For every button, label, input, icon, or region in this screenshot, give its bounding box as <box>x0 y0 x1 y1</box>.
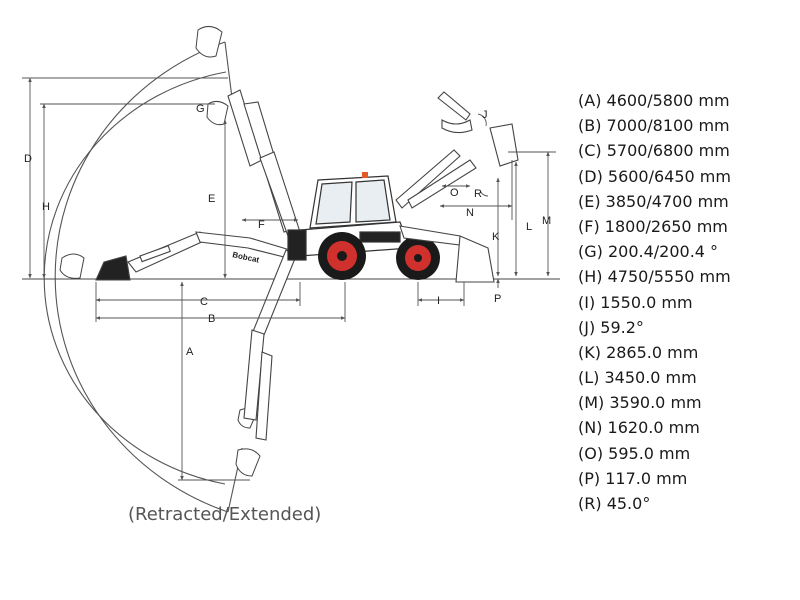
label-E: E <box>208 193 215 205</box>
backhoe-arm-ground <box>95 231 291 281</box>
front-wheel <box>396 236 440 280</box>
label-P: P <box>494 293 501 305</box>
spec-item-N: (N) 1620.0 mm <box>578 418 700 438</box>
dimension-lines <box>22 77 556 481</box>
front-loader-arm-raised <box>395 91 519 209</box>
spec-item-P: (P) 117.0 mm <box>578 468 688 488</box>
label-C: C <box>200 296 208 308</box>
label-K: K <box>492 231 500 243</box>
label-L: L <box>526 221 532 233</box>
label-G: G <box>196 103 205 115</box>
rear-wheel <box>318 232 366 280</box>
spec-item-B: (B) 7000/8100 mm <box>578 116 730 136</box>
spec-item-A: (A) 4600/5800 mm <box>578 91 730 110</box>
spec-item-M: (M) 3590.0 mm <box>578 393 702 413</box>
brand-label: Bobcat <box>232 250 261 265</box>
label-O: O <box>450 187 459 199</box>
label-I: I <box>437 295 440 307</box>
spec-item-C: (C) 5700/6800 mm <box>578 141 730 161</box>
spec-item-D: (D) 5600/6450 mm <box>578 166 731 186</box>
front-loader-arm-low <box>399 225 495 283</box>
caption: (Retracted/Extended) <box>128 504 322 525</box>
label-F: F <box>258 219 265 231</box>
label-B: B <box>208 313 215 325</box>
dimension-labels: D H G E F C B A I P K L M N O R J <box>24 103 551 358</box>
spec-item-F: (F) 1800/2650 mm <box>578 216 728 236</box>
spec-item-L: (L) 3450.0 mm <box>578 368 697 388</box>
backhoe-loader-dimension-diagram: Bobcat <box>22 26 560 513</box>
backhoe-arm-raised <box>227 89 301 237</box>
spec-item-E: (E) 3850/4700 mm <box>578 191 729 211</box>
spec-item-I: (I) 1550.0 mm <box>578 292 693 312</box>
label-A: A <box>186 346 194 358</box>
backhoe-arm-lowered <box>243 249 297 441</box>
spec-item-R: (R) 45.0° <box>578 494 651 513</box>
spec-item-G: (G) 200.4/200.4 ° <box>578 242 719 262</box>
spec-item-K: (K) 2865.0 mm <box>578 342 699 362</box>
label-M: M <box>542 215 551 227</box>
spec-item-J: (J) 59.2° <box>578 317 644 337</box>
label-J: J <box>482 109 488 121</box>
label-R: R <box>474 188 482 200</box>
spec-list: (A) 4600/5800 mm (B) 7000/8100 mm (C) 57… <box>578 88 731 516</box>
label-N: N <box>466 207 474 219</box>
label-H: H <box>42 201 50 213</box>
label-D: D <box>24 153 32 165</box>
spec-item-O: (O) 595.0 mm <box>578 443 691 463</box>
spec-item-H: (H) 4750/5550 mm <box>578 267 731 287</box>
